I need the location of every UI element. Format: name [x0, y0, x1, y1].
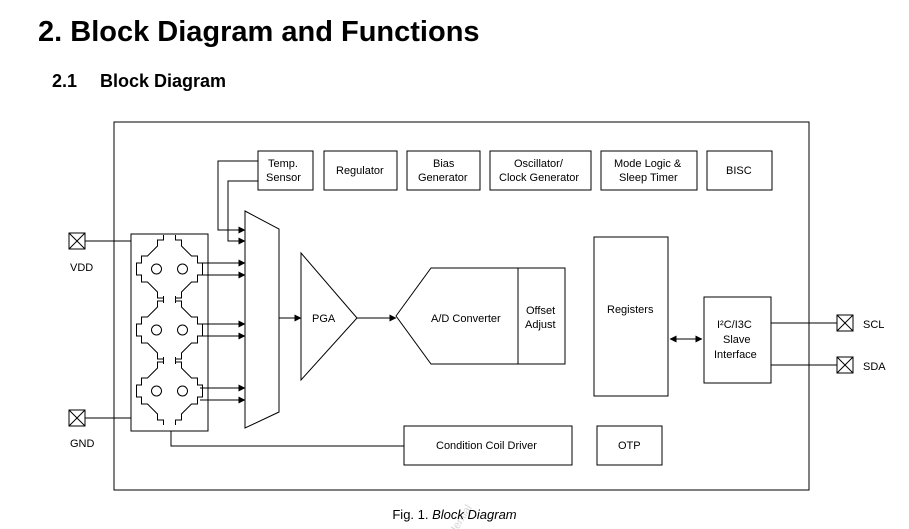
page-title: 2. Block Diagram and Functions [38, 16, 480, 48]
mode-logic-block: Mode Logic & Sleep Timer [600, 150, 698, 191]
temp-to-mux-lines [217, 160, 258, 245]
pga-block: PGA [300, 251, 358, 382]
sda-pin: SDA [771, 356, 886, 374]
oscillator-block: Oscillator/ Clock Generator [489, 150, 592, 191]
hall-bridge-array [130, 233, 209, 432]
bias-generator-block: Bias Generator [406, 150, 481, 191]
sda-label: SDA [863, 361, 886, 373]
svg-text:Sleep Timer: Sleep Timer [619, 172, 678, 184]
temp-sensor-block: Temp. Sensor [257, 150, 314, 191]
svg-text:Slave: Slave [723, 334, 751, 346]
regulator-block: Regulator [323, 150, 398, 191]
scl-label: SCL [863, 319, 884, 331]
svg-text:Interface: Interface [714, 349, 757, 361]
i2c-i3c-interface-block: I²C/I3C Slave Interface [703, 296, 772, 384]
svg-text:Mode Logic &: Mode Logic & [614, 158, 682, 170]
svg-text:Sensor: Sensor [266, 172, 301, 184]
svg-text:Registers: Registers [607, 304, 654, 316]
bisc-block: BISC [706, 150, 773, 191]
offset-adjust-block: Offset Adjust [525, 305, 556, 331]
svg-text:Offset: Offset [526, 305, 555, 317]
svg-text:BISC: BISC [726, 165, 752, 177]
svg-text:Temp.: Temp. [268, 158, 298, 170]
otp-block: OTP [596, 425, 663, 466]
condition-coil-driver-block: Condition Coil Driver [403, 425, 573, 466]
svg-text:Clock Generator: Clock Generator [499, 172, 579, 184]
coil-driver-line [170, 431, 404, 447]
svg-text:Bias: Bias [433, 158, 455, 170]
svg-text:Adjust: Adjust [525, 319, 556, 331]
svg-text:Oscillator/: Oscillator/ [514, 158, 564, 170]
gnd-label: GND [70, 438, 95, 450]
svg-text:Condition Coil Driver: Condition Coil Driver [436, 440, 537, 452]
svg-text:I²C/I3C: I²C/I3C [717, 319, 752, 331]
input-multiplexer [244, 210, 280, 429]
svg-text:PGA: PGA [312, 313, 336, 325]
bridge-to-mux-arrows [200, 259, 246, 404]
svg-text:Generator: Generator [418, 172, 468, 184]
registers-block: Registers [593, 236, 669, 397]
svg-text:OTP: OTP [618, 440, 641, 452]
figure-caption: Fig. 1. Block Diagram [392, 507, 517, 522]
gnd-pin: GND [68, 409, 131, 450]
svg-text:Regulator: Regulator [336, 165, 384, 177]
svg-text:A/D Converter: A/D Converter [431, 313, 501, 325]
adc-block: A/D Converter [395, 267, 566, 365]
vdd-label: VDD [70, 262, 93, 274]
vdd-pin: VDD [68, 232, 131, 274]
scl-pin: SCL [771, 314, 884, 332]
